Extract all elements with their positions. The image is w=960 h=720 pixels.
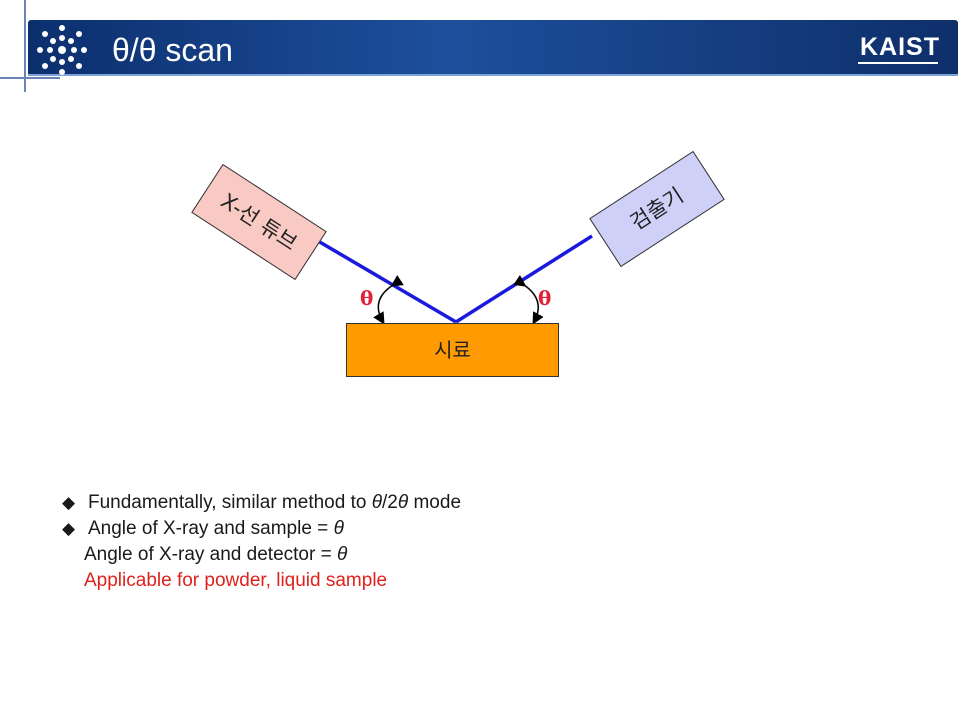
- diamond-bullet-icon: ◆: [62, 493, 76, 512]
- bullet-item: ◆ Fundamentally, similar method to θ/2θ m…: [62, 490, 622, 516]
- bullet-text: Angle of X-ray and detector =: [84, 544, 337, 565]
- incident-beam: [317, 239, 457, 324]
- diamond-bullet-icon: ◆: [62, 519, 76, 538]
- sample-label: 시료: [434, 338, 471, 362]
- bullet-list: ◆Fundamentally, similar method to θ/2θ m…: [62, 490, 622, 594]
- bullet-continuation-highlight: Applicable for powder, liquid sample: [62, 568, 622, 594]
- detector-label: 검출기: [626, 183, 688, 235]
- theta-symbol: θ: [397, 492, 409, 513]
- snowflake-dots-icon: [37, 25, 87, 75]
- theta-symbol: θ: [371, 492, 383, 513]
- sample-box: 시료: [346, 323, 559, 377]
- angle-arc-right: [513, 274, 544, 325]
- slide-title: θ/θ scan: [112, 32, 233, 68]
- bullet-text-part: /2: [382, 492, 398, 513]
- bullet-continuation: Angle of X-ray and detector = θ: [62, 542, 622, 568]
- crop-mark-vertical: [24, 0, 26, 92]
- theta-symbol: θ: [333, 518, 344, 539]
- bullet-text-end: mode: [408, 492, 462, 513]
- bullet-text: Applicable for powder, liquid sample: [84, 570, 388, 591]
- bullet-item: ◆ Angle of X-ray and sample = θ: [62, 516, 622, 542]
- angle-label-right: θ: [538, 286, 552, 310]
- bullet-text: Angle of X-ray and sample =: [88, 518, 334, 539]
- angle-arc-left: [373, 275, 404, 325]
- bullet-text: Fundamentally, similar method to: [88, 492, 372, 513]
- crop-mark-horizontal: [0, 77, 60, 79]
- theta-symbol: θ: [336, 544, 348, 565]
- header-bar: [28, 20, 958, 76]
- kaist-logo: KAIST: [860, 33, 940, 61]
- angle-label-left: θ: [360, 286, 374, 310]
- kaist-logo-underline: [858, 62, 938, 64]
- diffracted-beam: [455, 234, 593, 324]
